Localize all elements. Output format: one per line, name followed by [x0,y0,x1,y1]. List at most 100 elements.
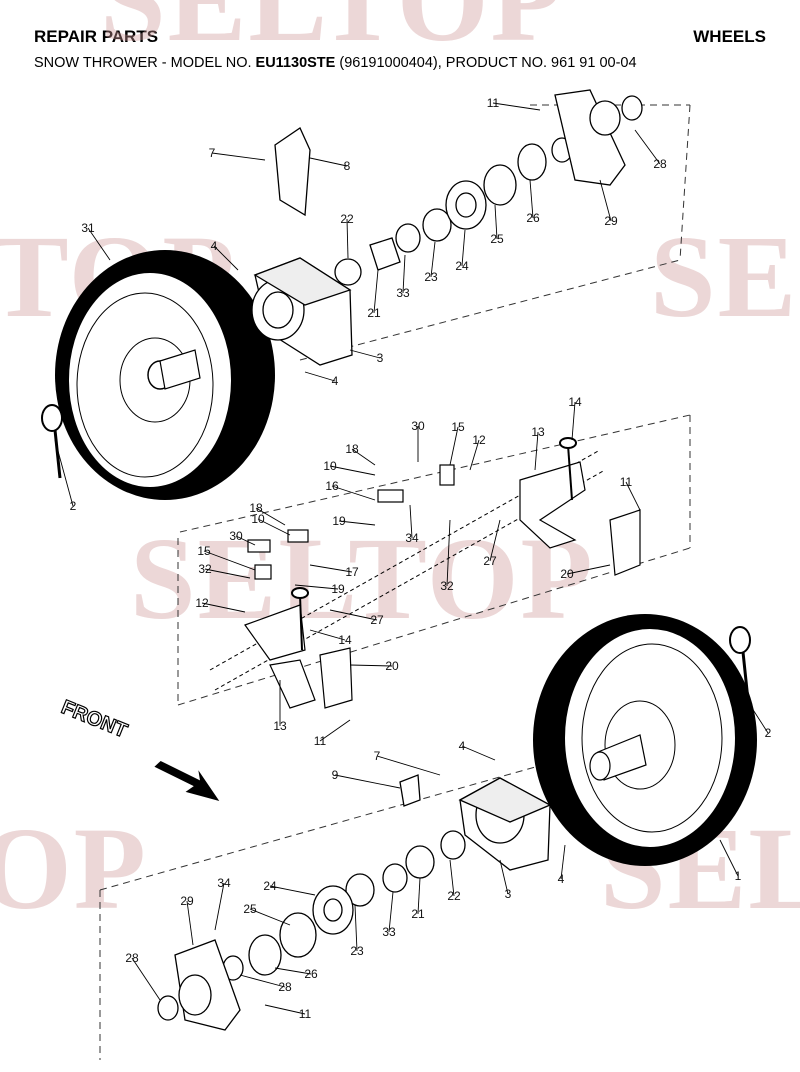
callout-14: 14 [568,395,582,409]
callout-32: 32 [440,579,454,593]
leader-line [213,245,239,271]
leader-line [309,157,348,167]
callout-4: 4 [332,374,339,388]
callout-19: 19 [332,514,346,528]
callout-20: 20 [385,659,399,673]
callout-8: 8 [344,159,351,173]
leader-line [446,519,451,587]
leader-line [430,241,436,278]
leader-line [264,1004,306,1015]
callout-28: 28 [278,980,292,994]
leader-line [235,535,256,546]
leader-line [186,900,194,946]
leader-line [331,485,376,501]
leader-line [566,564,611,575]
leader-line [373,269,379,314]
leader-line [469,439,480,471]
callout-17: 17 [345,565,359,579]
leader-line [449,426,459,466]
callout-12: 12 [472,433,486,447]
callout-9: 9 [332,768,339,782]
model-number: EU1130STE [255,55,336,71]
callout-7: 7 [209,146,216,160]
front-label: FRONT [58,696,130,742]
leader-line [329,609,378,621]
leader-line [269,885,316,896]
hitch-pin-right [729,626,751,701]
leader-line [409,504,413,539]
section-title: WHEELS [693,27,766,46]
callout-4: 4 [211,239,218,253]
leader-line [489,519,501,562]
callout-25: 25 [490,232,504,246]
leader-line [334,774,401,789]
callout-15: 15 [451,420,465,434]
wheel-left [55,250,275,500]
leader-line [131,957,161,1001]
wheel-right [533,614,757,866]
leader-line [529,179,534,219]
callout-13: 13 [273,719,287,733]
subtitle-suffix: (96191000404), PRODUCT NO. 961 91 00-04 [339,55,637,71]
callout-29: 29 [604,214,618,228]
callout-34: 34 [217,876,231,890]
leader-line [214,882,225,931]
callout-4: 4 [459,739,466,753]
leader-line [349,349,381,359]
leader-line [304,371,336,382]
leader-line [354,904,358,952]
gear-housing-upper [251,257,353,366]
callout-14: 14 [338,633,352,647]
callout-28: 28 [125,951,139,965]
leader-line [274,967,312,975]
leader-line [492,102,541,111]
leader-line [319,719,351,742]
leader-line [249,908,291,926]
leader-line [338,520,376,526]
callout-23: 23 [424,270,438,284]
leader-line [499,859,509,895]
callout-16: 16 [325,479,339,493]
leader-line [309,564,353,573]
leader-line [239,974,286,988]
callout-leaders [54,102,769,1015]
callout-24: 24 [263,879,277,893]
callout-23: 23 [350,944,364,958]
callout-30: 30 [411,419,425,433]
callout-26: 26 [526,211,540,225]
upper-parts-row [334,89,643,286]
callout-20: 20 [560,567,574,581]
leader-line [560,844,566,880]
leader-line [449,859,455,897]
leader-line [294,584,339,590]
leader-line [309,629,346,641]
callout-13: 13 [531,425,545,439]
leader-line [719,839,739,877]
callout-11: 11 [487,96,500,110]
front-arrow: FRONT [58,696,220,802]
leader-line [54,439,74,507]
lower-parts-row [157,830,466,1031]
callout-15: 15 [197,544,211,558]
callout-32: 32 [198,562,212,576]
callout-18: 18 [345,442,359,456]
callout-2: 2 [765,726,772,740]
leader-line [402,254,406,294]
callout-11: 11 [299,1007,312,1021]
leader-line [255,507,286,526]
callout-3: 3 [505,887,512,901]
callout-30: 30 [229,529,243,543]
model-subtitle: SNOW THROWER - MODEL NO. EU1130STE (9619… [34,55,637,71]
leader-line [346,218,349,259]
leader-line [349,664,393,667]
leader-line [461,229,466,267]
callout-34: 34 [405,531,419,545]
callout-31: 31 [81,221,95,235]
callout-11: 11 [314,734,327,748]
leader-line [749,704,769,734]
callout-28: 28 [653,157,667,171]
callout-21: 21 [411,907,425,921]
leader-line [461,745,496,761]
